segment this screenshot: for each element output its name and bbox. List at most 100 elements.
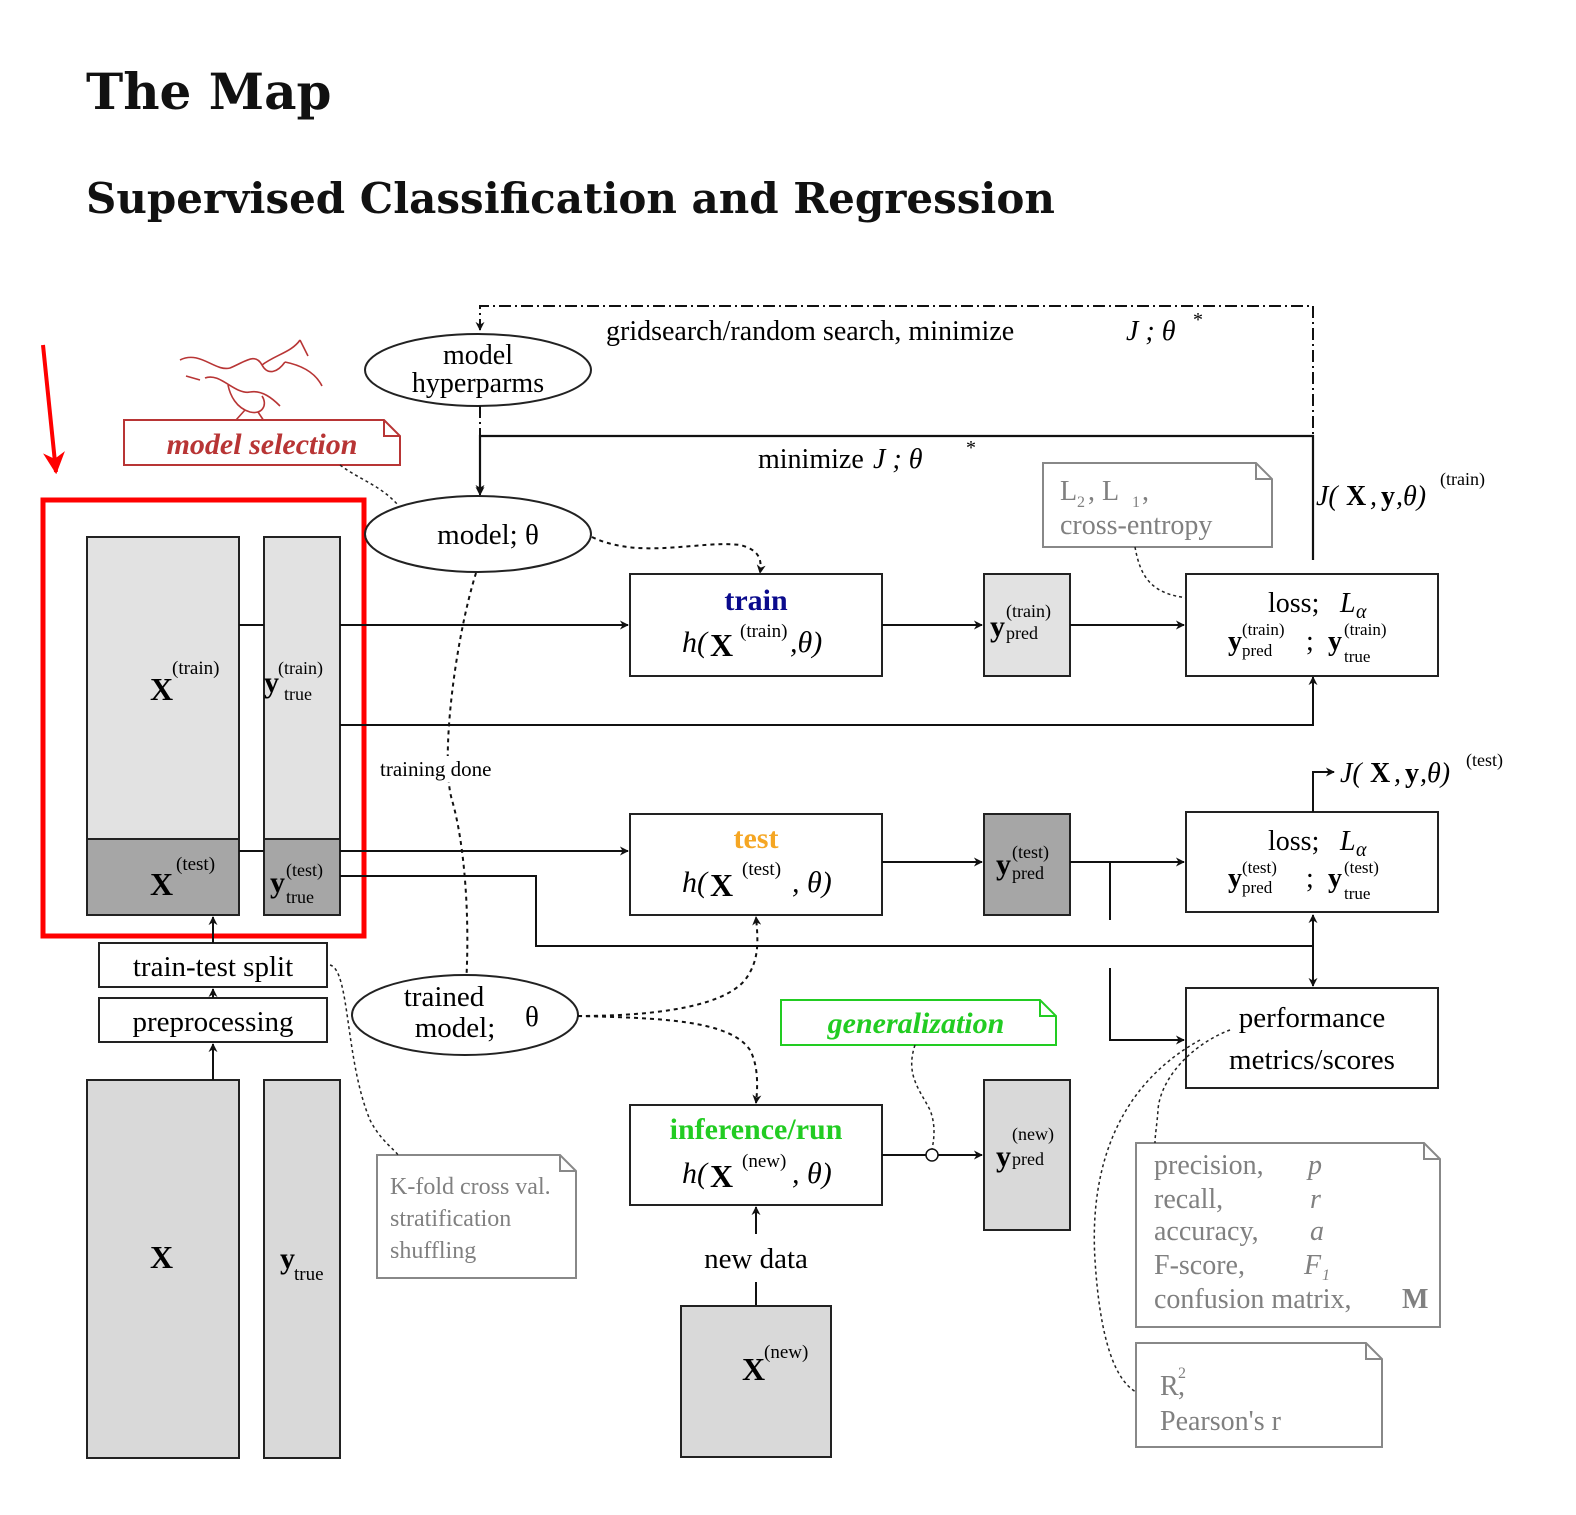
new-data-label: new data (704, 1243, 808, 1275)
gridsearch-label: gridsearch/random search, minimize (606, 316, 1014, 347)
train-box (629, 573, 883, 677)
generalization-node (925, 1148, 939, 1162)
performance-line1: performance (1239, 1002, 1386, 1034)
x-new-block (680, 1305, 832, 1458)
model-selection-note (123, 419, 401, 466)
loss-test-ytrue: y (1328, 863, 1342, 894)
perf-to-metrics-connector (1154, 1029, 1231, 1144)
loss-train-ypred: y (1228, 626, 1242, 657)
generalization-fold (1039, 1000, 1056, 1017)
metrics-list: precision, p recall, r accuracy, a F-sco… (1154, 1150, 1428, 1315)
loss-options-l1-comma: , (1142, 476, 1149, 507)
metric-precision-sym: p (1306, 1150, 1322, 1181)
x-train-label: X (150, 671, 173, 707)
inference-x-sup: (new) (742, 1151, 786, 1172)
test-theta: , θ) (792, 866, 832, 899)
generalization-note (780, 999, 1057, 1046)
trained-line1: trained (404, 981, 485, 1013)
dataset-split-blocks: X (train) y (train) true X (test) y (tes… (86, 536, 341, 916)
y-pred-new-sup: (new) (1012, 1124, 1054, 1145)
y-pred-train-y: y (990, 610, 1005, 643)
ytest-to-loss-line (340, 875, 1318, 947)
regression-note-fold (1365, 1343, 1382, 1360)
gridsearch-loop (475, 305, 1314, 560)
y-train-label: y (264, 666, 279, 699)
model-to-train-dotted (591, 536, 766, 574)
loss-test-semi: ; (1306, 863, 1314, 894)
loss-options-note (1042, 462, 1273, 548)
loss-train-ypred-sup: (train) (1242, 620, 1284, 639)
loss-train-alpha: α (1356, 601, 1367, 623)
j-train-theta: ,θ) (1396, 481, 1426, 512)
metric-recall-sym: r (1310, 1184, 1321, 1215)
test-x-sup: (test) (742, 859, 781, 880)
loss-test-label: loss; (1268, 826, 1319, 857)
y-pred-new-block (983, 1079, 1071, 1231)
loss-test-L: L (1339, 826, 1356, 857)
loss-train-semi: ; (1306, 626, 1314, 657)
train-test-split-label: train-test split (133, 951, 293, 983)
kfold-connector (329, 964, 399, 1156)
y-raw-block (263, 1079, 341, 1459)
highlight-box (40, 497, 367, 939)
inference-h: h( (682, 1157, 709, 1190)
y-test-label: y (270, 866, 285, 899)
y-pred-new-sub: pred (1012, 1149, 1044, 1169)
regression-pearson: Pearson's r (1160, 1406, 1282, 1437)
page-title: The Map (86, 62, 332, 121)
regression-r2: R (1160, 1371, 1179, 1402)
train-theta: ,θ) (790, 626, 822, 659)
y-pred-test-sup: (test) (1012, 842, 1049, 863)
y-raw-label: y (280, 1242, 295, 1275)
loss-train-box (1185, 573, 1439, 677)
y-test-block (263, 838, 341, 916)
regression-r2-comma: , (1178, 1371, 1185, 1402)
gridsearch-j-theta: J ; θ (1126, 316, 1176, 347)
metric-fscore-sub: 1 (1322, 1267, 1330, 1284)
x-test-label: X (150, 866, 173, 902)
train-test-split-box (98, 942, 328, 988)
metric-fscore-sym: F (1303, 1250, 1322, 1281)
hyperparams-line2: hyperparms (412, 368, 544, 399)
regression-note (1135, 1342, 1383, 1448)
minimize-star: * (966, 437, 976, 459)
train-x-sup: (train) (740, 621, 787, 642)
loss-test-ypred-sup: (test) (1242, 858, 1277, 877)
j-train-label: J( (1316, 481, 1339, 512)
regression-r2-sup: 2 (1178, 1365, 1186, 1382)
trained-to-inference-dotted (577, 1015, 762, 1104)
j-test-y: y (1405, 758, 1419, 789)
trained-theta: θ (525, 1001, 539, 1033)
loss-test-ypred-sub: pred (1242, 878, 1273, 897)
generalization-connector (910, 1044, 935, 1150)
inference-box (629, 1104, 883, 1206)
y-train-block (263, 536, 341, 840)
x-raw-label: X (150, 1239, 173, 1275)
train-x: X (710, 627, 733, 663)
x-new-sup: (new) (764, 1342, 808, 1363)
trained-to-test-dotted (577, 916, 762, 1017)
metrics-note (1135, 1142, 1441, 1328)
x-test-block (86, 838, 240, 916)
preprocessing-box (98, 997, 328, 1043)
metric-recall: recall, (1154, 1184, 1223, 1215)
gridsearch-star: * (1193, 309, 1203, 331)
test-x: X (710, 867, 733, 903)
y-raw-sub: true (294, 1264, 324, 1285)
y-test-sub: true (286, 887, 314, 907)
loss-test-box (1185, 811, 1439, 913)
loss-train-ytrue-sup: (train) (1344, 620, 1386, 639)
loss-test-ytrue-sub: true (1344, 884, 1370, 903)
ytrain-to-loss-line (340, 676, 1318, 726)
model-selection-fold (383, 420, 400, 437)
loss-options-l1-sub: 1 (1132, 494, 1140, 511)
metric-confusion: confusion matrix, (1154, 1284, 1352, 1315)
loss-train-ypred-sub: pred (1242, 641, 1273, 660)
metric-accuracy: accuracy, (1154, 1216, 1259, 1247)
j-test-x: X (1370, 758, 1390, 789)
trained-line2: model; (415, 1012, 496, 1044)
kfold-line2: stratification (390, 1206, 511, 1232)
perf-to-regression-connector (1093, 1039, 1201, 1393)
model-theta-label: model; θ (437, 519, 539, 551)
